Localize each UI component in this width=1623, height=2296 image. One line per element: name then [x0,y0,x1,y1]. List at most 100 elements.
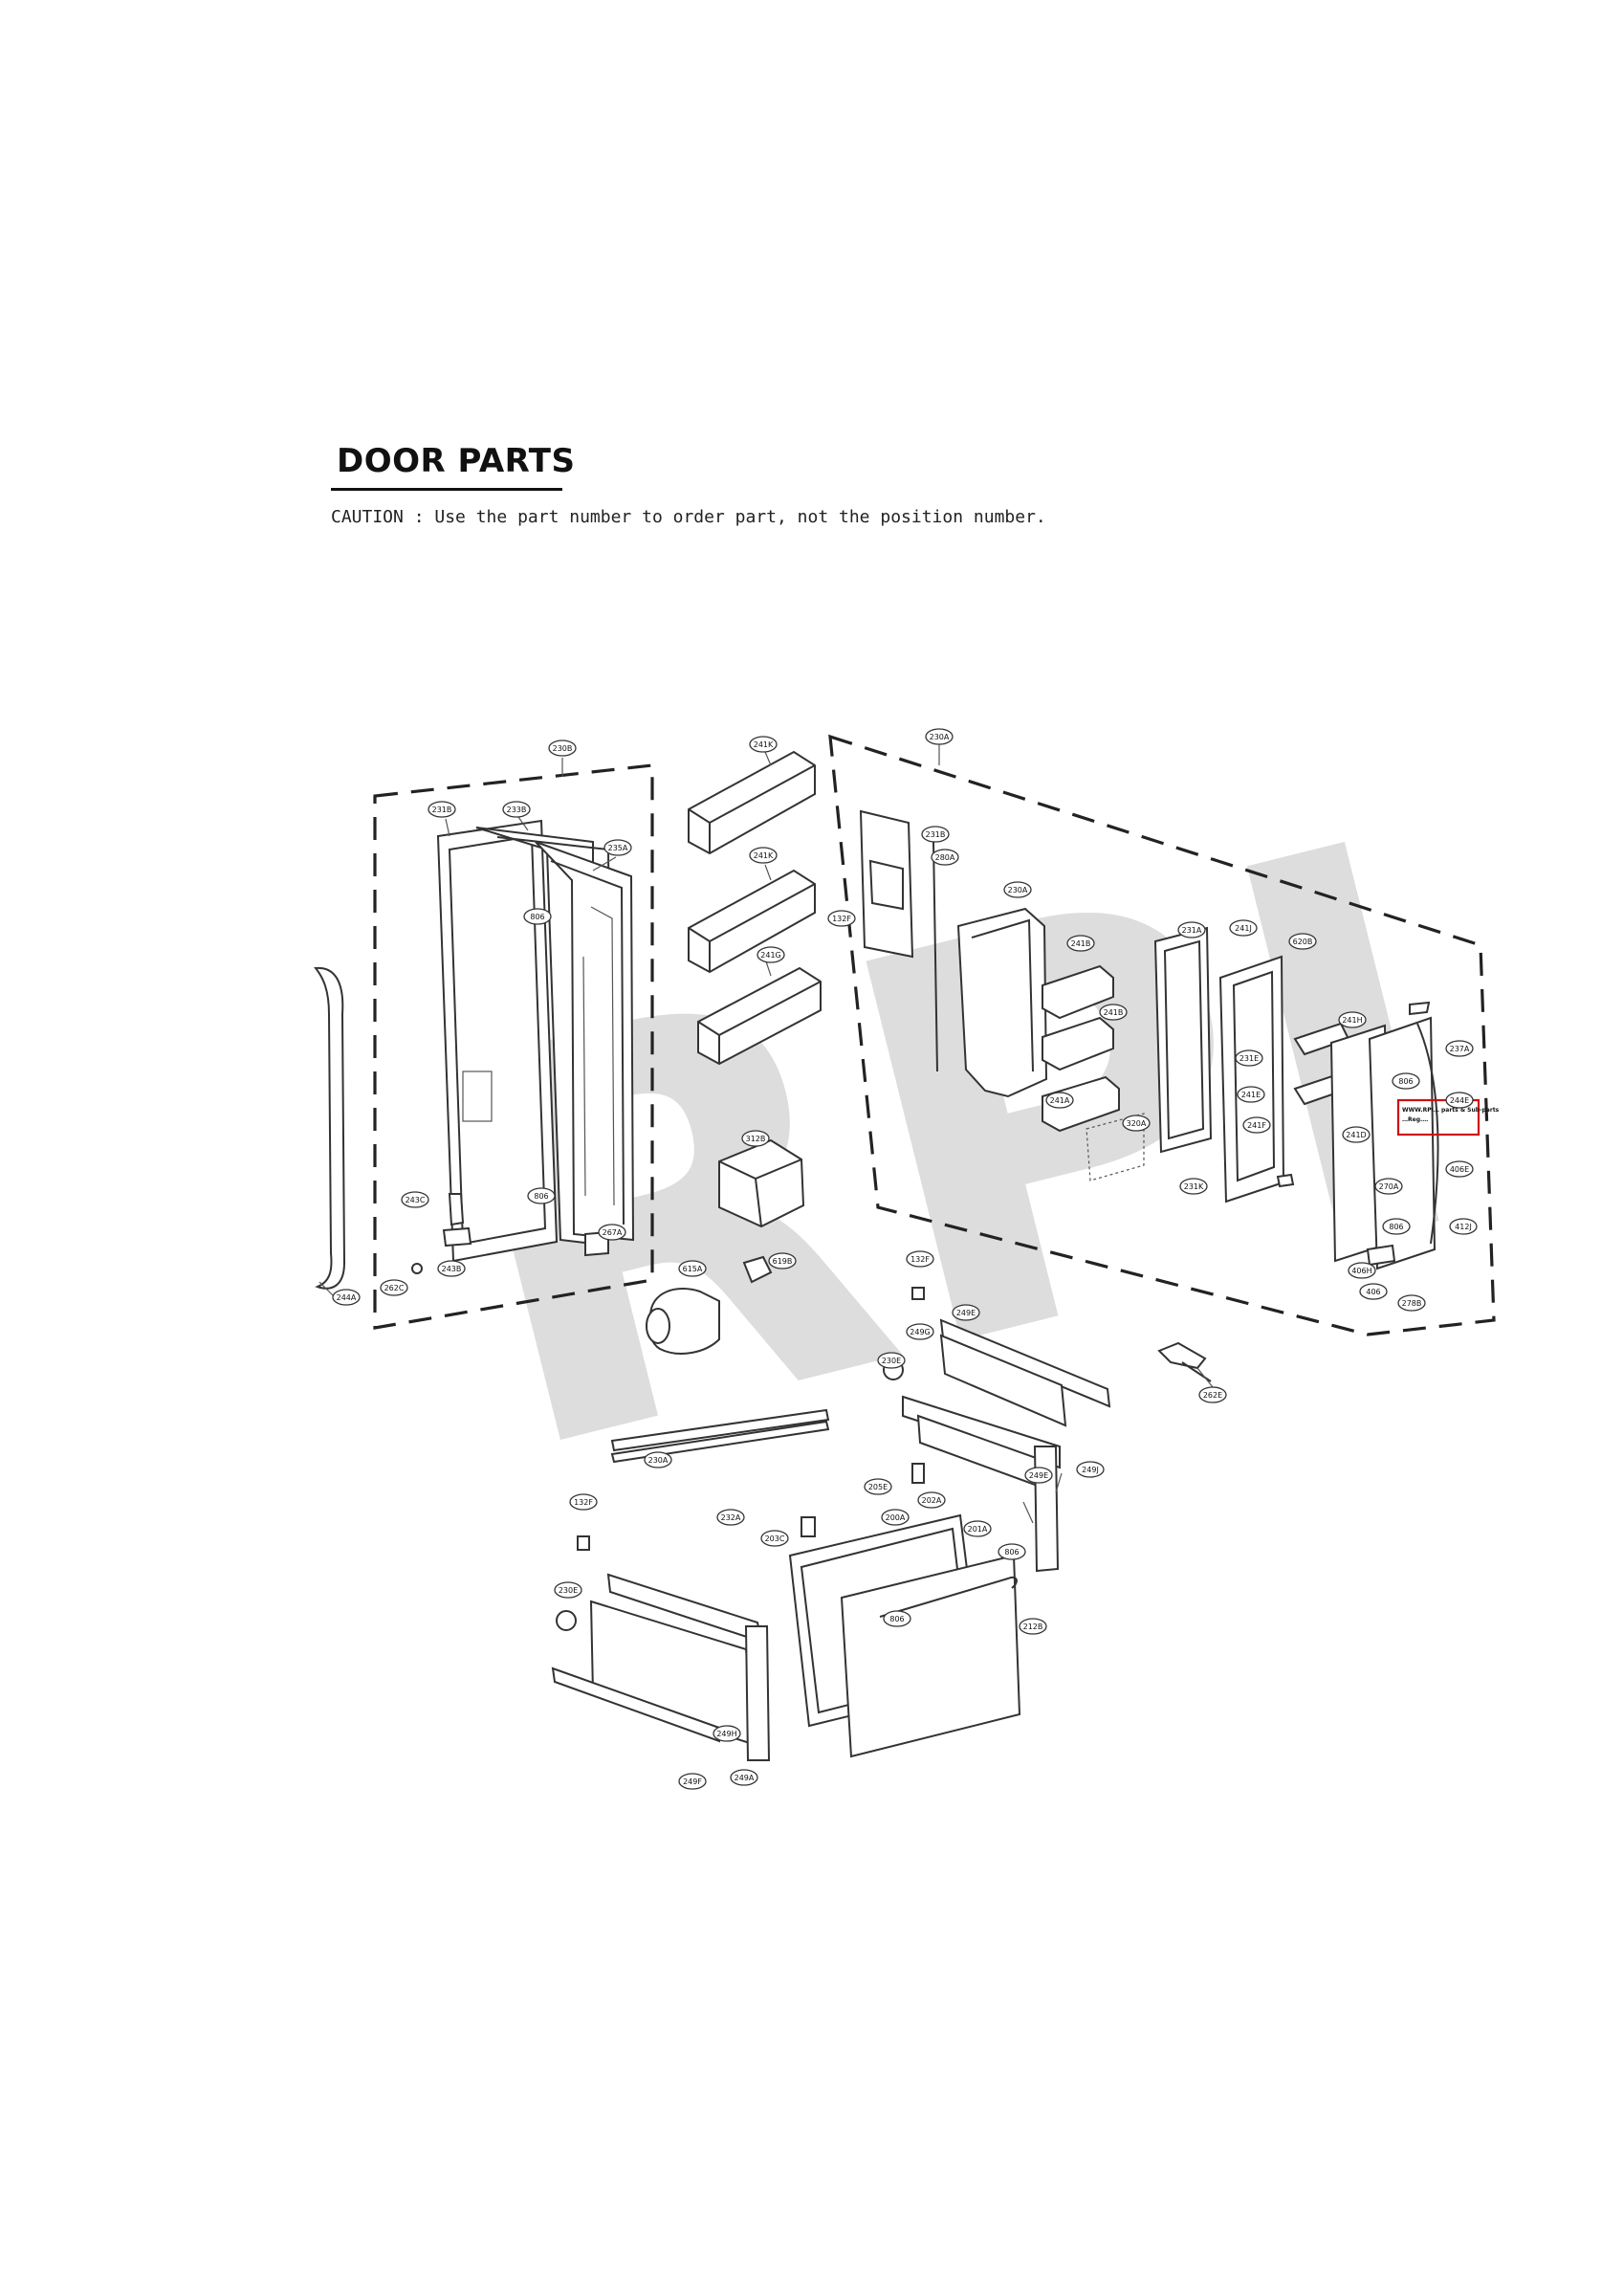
callout-270a: 270A [1374,1178,1403,1195]
callout-text: 232A [721,1513,741,1522]
callout-200a: 200A [881,1509,910,1526]
callout-text: 241D [1346,1131,1366,1139]
door-bins [688,750,822,1066]
callout-text: 806 [1004,1548,1019,1556]
callout-132fa: 132F [827,910,856,927]
callout-249f: 249F [678,1773,707,1790]
callout-806a: 806 [523,908,552,925]
callout-806c: 806 [998,1543,1026,1560]
callout-205e: 205E [864,1478,892,1495]
callout-202a: 202A [917,1491,946,1509]
callout-243b: 243B [437,1260,466,1277]
callout-text: 132F [910,1255,930,1264]
callout-text: 241B [1104,1008,1124,1017]
callout-text: 241B [1071,939,1091,948]
callout-text: 231K [1184,1182,1204,1191]
callout-text: 243C [406,1196,426,1204]
callout-241j: 241J [1229,919,1258,937]
callout-241d: 241D [1342,1126,1371,1143]
callout-230e: 230E [877,1352,906,1369]
callout-231e: 231E [1235,1049,1263,1067]
callout-241a: 241A [1045,1092,1074,1109]
callout-241h: 241H [1338,1011,1367,1028]
callout-235a: 235A [603,839,632,856]
callout-231k: 231K [1179,1178,1208,1195]
callout-241ka: 241K [749,736,778,753]
callout-806e: 806 [1392,1072,1420,1090]
callout-406: 406 [1359,1283,1388,1300]
callout-231a: 231A [1177,921,1206,938]
callout-text: 806 [1398,1077,1413,1086]
callout-262c: 262C [380,1279,408,1296]
callout-249e: 249E [952,1304,980,1321]
callout-412j: 412J [1449,1218,1478,1235]
callout-text: 249H [716,1730,736,1738]
callout-231ba: 231B [921,826,950,843]
note-line-2: …Reg.… [1402,1116,1428,1123]
callout-text: 231A [1182,926,1202,935]
callout-text: 249A [735,1774,755,1782]
callout-text: 241F [1247,1121,1266,1130]
callout-text: 241H [1342,1016,1362,1025]
callout-806b: 806 [527,1187,556,1204]
callout-230aa: 230A [644,1451,672,1468]
callout-text: 619B [773,1257,793,1266]
callout-230eb: 230E [554,1581,582,1599]
callout-230a: 230A [925,728,954,745]
callout-text: 244E [1450,1096,1469,1105]
callout-249h: 249H [713,1725,741,1742]
callout-text: 230B [553,744,573,753]
callout-text: 806 [534,1192,548,1201]
callout-text: 615A [683,1265,703,1273]
callout-406e: 406E [1445,1160,1474,1178]
callout-text: 620B [1293,938,1313,946]
callout-241e: 241E [1237,1086,1265,1103]
callout-text: 230E [882,1357,901,1365]
left-door-group-outline [373,763,654,1330]
callout-text: 241J [1235,924,1252,933]
callout-231b: 231B [428,801,456,818]
callout-312b: 312B [741,1130,770,1147]
callout-text: 270A [1379,1182,1399,1191]
callout-text: 235A [608,844,628,852]
callout-249a: 249A [730,1769,758,1786]
callout-320a: 320A [1122,1115,1151,1132]
callout-249j: 249J [1076,1461,1105,1478]
callout-text: 241E [1241,1091,1261,1099]
callout-232a: 232A [716,1509,745,1526]
callout-text: 412J [1455,1223,1472,1231]
callout-text: 406E [1450,1165,1469,1174]
callout-text: 249J [1082,1466,1099,1474]
callout-230b: 230B [548,740,577,757]
callout-241kb: 241K [749,847,778,864]
callout-132fb: 132F [906,1250,934,1268]
callout-text: 237A [1450,1045,1470,1053]
callout-text: 132F [832,915,851,923]
callout-text: 230A [648,1456,669,1465]
callout-text: 230E [559,1586,578,1595]
callout-241g: 241G [757,946,785,963]
callout-244a: 244A [332,1289,361,1306]
callout-text: 231B [926,830,946,839]
callout-619b: 619B [768,1252,797,1269]
callout-text: 249E [956,1309,976,1317]
callout-text: 312B [746,1135,766,1143]
callout-132fc: 132F [569,1493,598,1511]
freezer-drawer [788,1513,1021,1758]
callout-text: 202A [922,1496,942,1505]
callout-241bb: 241B [1099,1004,1128,1021]
callout-text: 806 [530,913,544,921]
callout-text: 241G [760,951,780,960]
caution-note: CAUTION : Use the part number to order p… [331,507,1046,527]
callout-241ba: 241B [1066,935,1095,952]
callout-806d: 806 [883,1610,911,1627]
callout-212b: 212B [1019,1618,1047,1635]
callout-249ea: 249E [1024,1467,1053,1484]
page-title: DOOR PARTS [337,442,576,480]
callout-267a: 267A [598,1224,626,1241]
note-line-1: WWW.RPI… parts & Sub-parts [1402,1107,1500,1114]
callout-278b: 278B [1397,1294,1426,1312]
